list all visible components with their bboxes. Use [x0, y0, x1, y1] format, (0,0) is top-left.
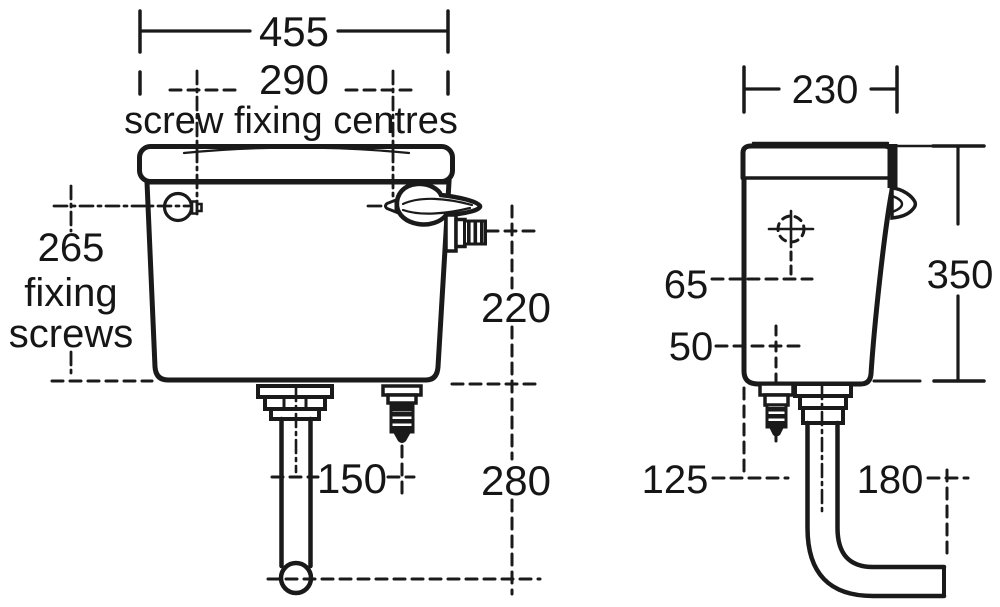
- thread-ridge: [391, 419, 413, 424]
- lever-detail-top: [401, 197, 474, 207]
- thread-ridge: [391, 426, 413, 431]
- bottom-inlet-collar: [386, 393, 418, 405]
- dim-50-value: 50: [669, 325, 714, 369]
- back-fixing-bracket: [887, 144, 898, 188]
- flush-lever-side: [890, 186, 918, 220]
- bottom-inlet-tip: [393, 432, 411, 443]
- thread-ridge: [767, 414, 786, 419]
- dim-230-value: 230: [792, 68, 859, 112]
- side-bottom-inlet-tip: [769, 427, 784, 437]
- thread-ridge: [391, 412, 413, 417]
- screw-fixing-centres-label: screw fixing centres: [124, 100, 458, 142]
- side-view: 65 50 230 350: [642, 65, 994, 599]
- bottom-inlet-nut: [389, 403, 415, 410]
- flush-pipe-bend-outer: [805, 420, 947, 599]
- flush-lever: [394, 181, 483, 227]
- flush-lever-side-detail: [890, 194, 904, 214]
- thread-ridge: [467, 222, 471, 243]
- lid-top-curve: [182, 146, 411, 155]
- thread-ridge: [767, 407, 786, 412]
- fixing-label: fixing: [24, 271, 117, 315]
- dim-350-value: 350: [927, 253, 994, 297]
- dim-290-value: 290: [259, 56, 329, 103]
- dim-265-value: 265: [38, 226, 105, 270]
- screws-label: screws: [9, 312, 133, 356]
- thread-ridge: [767, 421, 786, 426]
- front-view: 455 290 screw fixing centres 265 fixing …: [9, 8, 551, 596]
- cistern-body-side: [741, 149, 896, 387]
- cistern-body-front: [144, 179, 452, 383]
- fixing-screw-target-icon: [776, 214, 806, 244]
- thread-ridge: [473, 222, 478, 243]
- dim-65-value: 65: [664, 263, 709, 307]
- cistern-lid-side: [740, 143, 895, 181]
- dim-220-value: 220: [481, 284, 551, 331]
- dim-125-value: 125: [642, 458, 709, 502]
- dim-180-value: 180: [857, 458, 924, 502]
- flush-pipe-bend-inner: [835, 420, 947, 570]
- lever-detail-bottom: [401, 206, 472, 215]
- dim-150-value: 150: [317, 455, 387, 502]
- dim-455-value: 455: [259, 8, 329, 55]
- dim-280-value: 280: [481, 457, 551, 504]
- thread-ridge: [480, 222, 484, 243]
- lever-pivot-pointer: [384, 197, 398, 215]
